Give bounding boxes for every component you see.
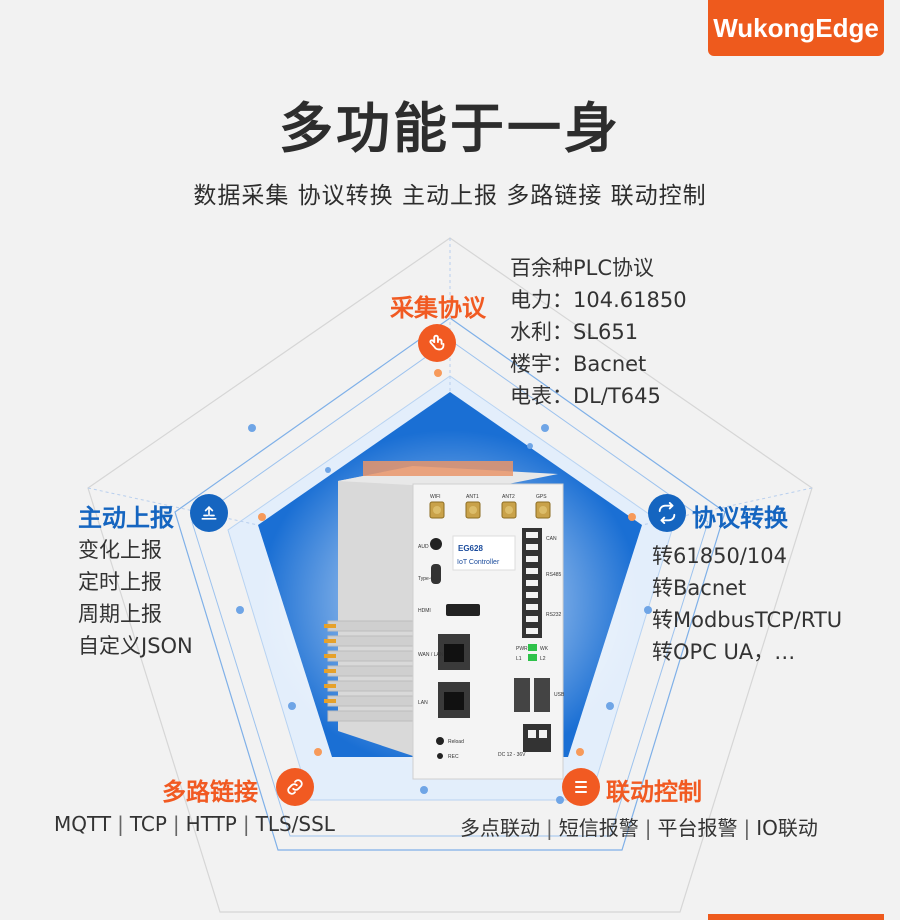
- label-pwr: PWR: [516, 646, 528, 652]
- list-item: 平台报警: [657, 816, 738, 840]
- device-image: WIFI ANT1 ANT2 GPS AUD Type-C EG628 IoT …: [324, 461, 565, 780]
- label-l2: L2: [540, 656, 546, 662]
- label-ant1: ANT1: [466, 494, 479, 500]
- link-icon: [276, 768, 314, 806]
- dot-orange-br: [576, 748, 584, 756]
- feature-report-list: 变化上报 定时上报 周期上报 自定义JSON: [78, 534, 193, 662]
- control-list-icon: [562, 768, 600, 806]
- bottom-accent-bar: [708, 914, 884, 920]
- label-can: CAN: [546, 536, 557, 542]
- feature-collect-list: 百余种PLC协议 电力：104.61850 水利：SL651 楼宇：Bacnet…: [510, 252, 687, 412]
- list-item: 转ModbusTCP/RTU: [652, 608, 843, 632]
- list-item: MQTT: [54, 812, 112, 836]
- list-item: 转OPC UA，…: [652, 640, 796, 664]
- list-item: 定时上报: [78, 570, 162, 594]
- list-item: IO联动: [756, 816, 818, 840]
- page-subtitle: 数据采集 协议转换 主动上报 多路链接 联动控制: [193, 183, 707, 209]
- device-name: IoT Controller: [457, 559, 500, 566]
- list-item: 变化上报: [78, 538, 162, 562]
- list-item: 水利：SL651: [510, 320, 639, 344]
- list-item: HTTP: [185, 812, 237, 836]
- list-item: 百余种PLC协议: [510, 256, 655, 280]
- brand-name: WukongEdge: [713, 12, 879, 43]
- list-item: 转61850/104: [652, 544, 787, 568]
- exchange-icon: [648, 494, 686, 532]
- label-typec: Type-C: [418, 576, 435, 582]
- feature-convert-list: 转61850/104 转Bacnet 转ModbusTCP/RTU 转OPC U…: [652, 540, 842, 668]
- label-aud: AUD: [418, 544, 429, 550]
- list-item: TLS/SSL: [255, 812, 335, 836]
- list-item: 周期上报: [78, 602, 162, 626]
- list-item: 短信报警: [558, 816, 639, 840]
- label-rec: REC: [448, 754, 459, 760]
- label-wk: WK: [540, 646, 549, 652]
- dot-orange-right: [628, 513, 636, 521]
- label-rs485: RS485: [546, 572, 562, 578]
- label-rs232: RS232: [546, 612, 562, 618]
- ring-pentagon-2: [191, 339, 709, 837]
- list-item: 电表：DL/T645: [510, 384, 661, 408]
- ring-pentagon-1: [174, 317, 726, 851]
- label-wifi: WIFI: [430, 494, 441, 500]
- label-l1: L1: [516, 656, 522, 662]
- list-item: 电力：104.61850: [510, 288, 687, 312]
- list-item: 多点联动: [460, 816, 540, 840]
- label-ant2: ANT2: [502, 494, 515, 500]
- brand-badge: WukongEdge: [708, 0, 884, 56]
- feature-control-list: 多点联动|短信报警|平台报警|IO联动: [460, 816, 818, 840]
- outer-pentagon: [87, 237, 813, 913]
- label-usb: USB: [554, 692, 565, 698]
- label-gps: GPS: [536, 494, 547, 500]
- label-lan: LAN: [418, 700, 428, 706]
- feature-collect-title: 采集协议: [390, 294, 486, 322]
- label-dc: DC 12 - 36V: [498, 752, 526, 758]
- upload-list-icon: [190, 494, 228, 532]
- feature-convert-title: 协议转换: [692, 504, 788, 532]
- dot-orange-top: [434, 369, 442, 377]
- list-item: 自定义JSON: [78, 634, 193, 658]
- list-item: 转Bacnet: [652, 576, 747, 600]
- label-reload: Reload: [448, 739, 464, 745]
- feature-link-title: 多路链接: [162, 778, 258, 806]
- feature-control-title: 联动控制: [606, 778, 702, 806]
- dot-orange-left: [258, 513, 266, 521]
- page-title: 多功能于一身: [279, 97, 621, 160]
- finger-tap-icon: [418, 324, 456, 362]
- dot-orange-bl: [314, 748, 322, 756]
- label-wanlan: WAN / LAN: [418, 652, 444, 658]
- label-hdmi: HDMI: [418, 608, 431, 614]
- feature-link-list: MQTT|TCP|HTTP|TLS/SSL: [54, 812, 335, 836]
- list-item: TCP: [129, 812, 167, 836]
- feature-report-title: 主动上报: [78, 504, 174, 532]
- device-model: EG628: [458, 544, 483, 553]
- list-item: 楼宇：Bacnet: [510, 352, 647, 376]
